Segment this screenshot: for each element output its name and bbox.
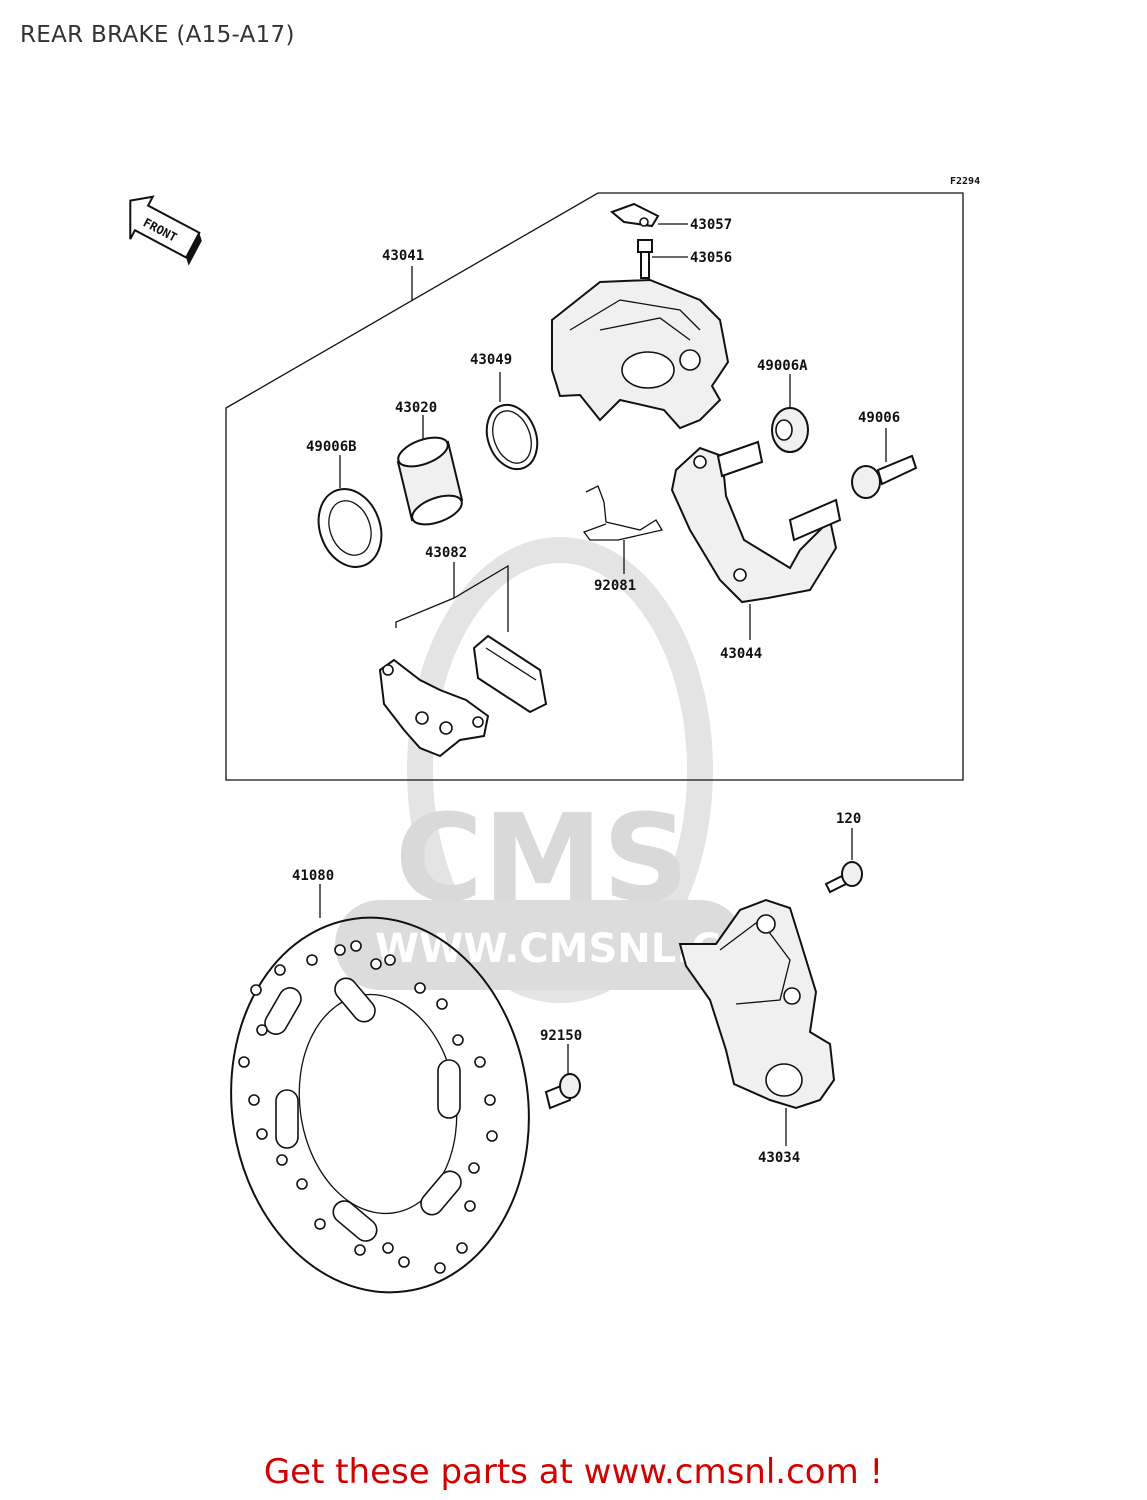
part-label-43082: 43082 <box>425 545 467 561</box>
figure-code: F2294 <box>950 176 980 187</box>
part-label-49006A: 49006A <box>757 358 808 374</box>
part-label-43044: 43044 <box>720 646 762 662</box>
pin-bolt-49006 <box>851 454 918 499</box>
watermark-logo-text: CMS <box>395 790 689 929</box>
caliper-bracket-43044 <box>670 440 842 604</box>
dust-seal-49006B <box>317 488 383 568</box>
part-label-43041: 43041 <box>382 248 424 264</box>
front-arrow-icon: FRONT <box>129 195 202 266</box>
brake-pad-front-43082 <box>472 634 548 714</box>
part-label-92081: 92081 <box>594 578 636 594</box>
caliper-assembly-frame <box>225 192 964 781</box>
part-label-43049: 43049 <box>470 352 512 368</box>
page-title: REAR BRAKE (A15-A17) <box>20 22 295 48</box>
part-label-120: 120 <box>836 811 861 827</box>
pad-spring-92081 <box>582 485 664 541</box>
bleeder-valve-43056 <box>637 239 653 279</box>
brake-pad-rear-43082 <box>378 658 490 758</box>
part-label-49006: 49006 <box>858 410 900 426</box>
caliper-body <box>551 278 730 430</box>
part-label-43034: 43034 <box>758 1150 800 1166</box>
part-label-43057: 43057 <box>690 217 732 233</box>
parts-shop-link[interactable]: Get these parts at www.cmsnl.com ! <box>263 1452 884 1492</box>
caliper-holder-43034 <box>678 898 836 1110</box>
bolt-120 <box>824 861 863 894</box>
part-label-43056: 43056 <box>690 250 732 266</box>
disc-bolt-92150 <box>544 1073 581 1110</box>
part-label-41080: 41080 <box>292 868 334 884</box>
bleeder-cap-43057 <box>610 202 660 228</box>
part-label-92150: 92150 <box>540 1028 582 1044</box>
part-label-43020: 43020 <box>395 400 437 416</box>
piston-43020 <box>396 436 464 526</box>
piston-seal-43049 <box>485 403 539 471</box>
brake-disc-41080 <box>230 916 530 1294</box>
pin-boot-49006A <box>771 407 809 453</box>
cms-watermark: CMS WWW.CMSNL.COM <box>335 537 795 1003</box>
part-label-49006B: 49006B <box>306 439 357 455</box>
